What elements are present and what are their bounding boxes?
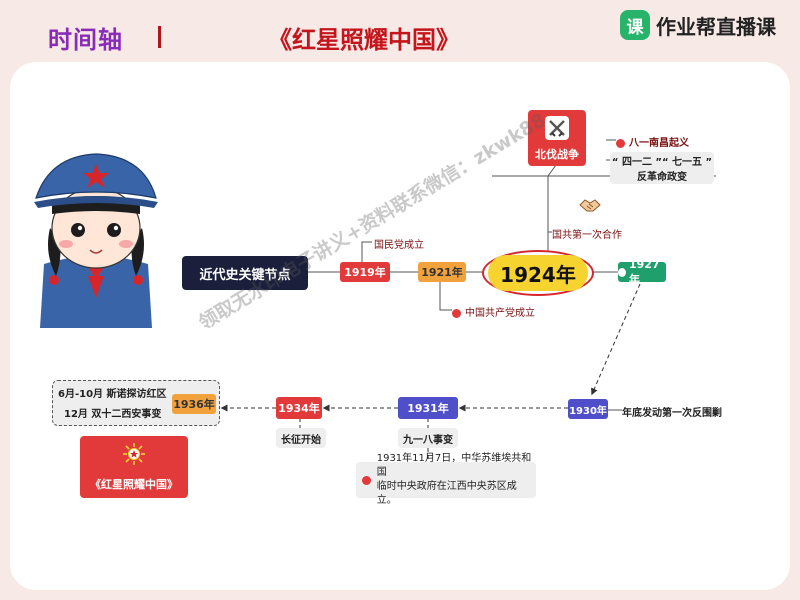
node-1921: 1921年 [418,262,466,282]
group-1936 [52,380,220,426]
encirclement-label: 年底发动第一次反围剿 [622,408,722,419]
northern-expedition-label: 北伐战争 [535,148,579,161]
handshake-icon [579,199,601,212]
link-expedition-box [547,164,557,177]
snow-visit-label: 6月-10月 斯诺探访红区 [58,389,167,400]
info-dot-icon [616,138,625,148]
soviet-note-line-1: 1931年11月7日，中华苏维埃共和国 [376,453,532,478]
xian-incident-label: 12月 双十二西安事变 [64,409,162,420]
coup-box: “ 四一二 ”“ 七一五 ” 反革命政变 [610,152,714,184]
page-title: 时间轴 [48,26,123,54]
node-1931: 1931年 [398,397,458,419]
node-1930: 1930年 [568,399,608,419]
mukden-incident-box: 九一八事变 [398,428,458,448]
node-1934: 1934年 [276,397,322,419]
brand-logo-icon: 课 [620,10,650,40]
book-title-label: 《红星照耀中国》 [90,478,178,491]
first-coop-label: 国共第一次合作 [552,230,622,241]
soviet-note-line-2: 临时中央政府在江西中央苏区成立。 [376,481,517,506]
red-star-emblem-icon [123,443,145,465]
node-1936: 1936年 [172,394,216,414]
link-1919-kmt [361,241,372,262]
title-divider [158,26,161,48]
info-dot-icon [618,267,626,277]
node-1919: 1919年 [340,262,390,282]
ccp-founded-label: 中国共产党成立 [452,304,535,319]
red-army-girl-illustration [34,153,158,328]
node-1927-text: 1927年 [629,257,660,286]
crossed-swords-icon [545,116,569,140]
kmt-founded-label: 国民党成立 [374,240,424,251]
coup-line-1: “ 四一二 ”“ 七一五 ” [611,157,713,168]
root-node: 近代史关键节点 [182,256,308,290]
hub-highlight-ring [482,250,594,296]
coup-line-2: 反革命政变 [637,172,687,183]
info-dot-icon [362,475,371,485]
long-march-box: 长征开始 [276,428,326,448]
soviet-note-text: 1931年11月7日，中华苏维埃共和国 临时中央政府在江西中央苏区成立。 [377,452,536,508]
nanchang-text: 八一南昌起义 [629,138,689,149]
soviet-note-box: 1931年11月7日，中华苏维埃共和国 临时中央政府在江西中央苏区成立。 [356,453,536,506]
brand-name: 作业帮直播课 [656,14,776,39]
node-1924: 1924年 [488,255,588,291]
brand: 课 作业帮直播课 [620,10,776,40]
ccp-founded-text: 中国共产党成立 [465,308,535,319]
info-dot-icon [452,308,461,318]
page-subtitle: 《红星照耀中国》 [268,26,460,54]
nanchang-label: 八一南昌起义 [616,134,689,149]
link-1921-ccp [439,282,452,311]
node-1927: 1927年 [618,258,666,286]
arrow-1927-1930 [591,283,641,396]
